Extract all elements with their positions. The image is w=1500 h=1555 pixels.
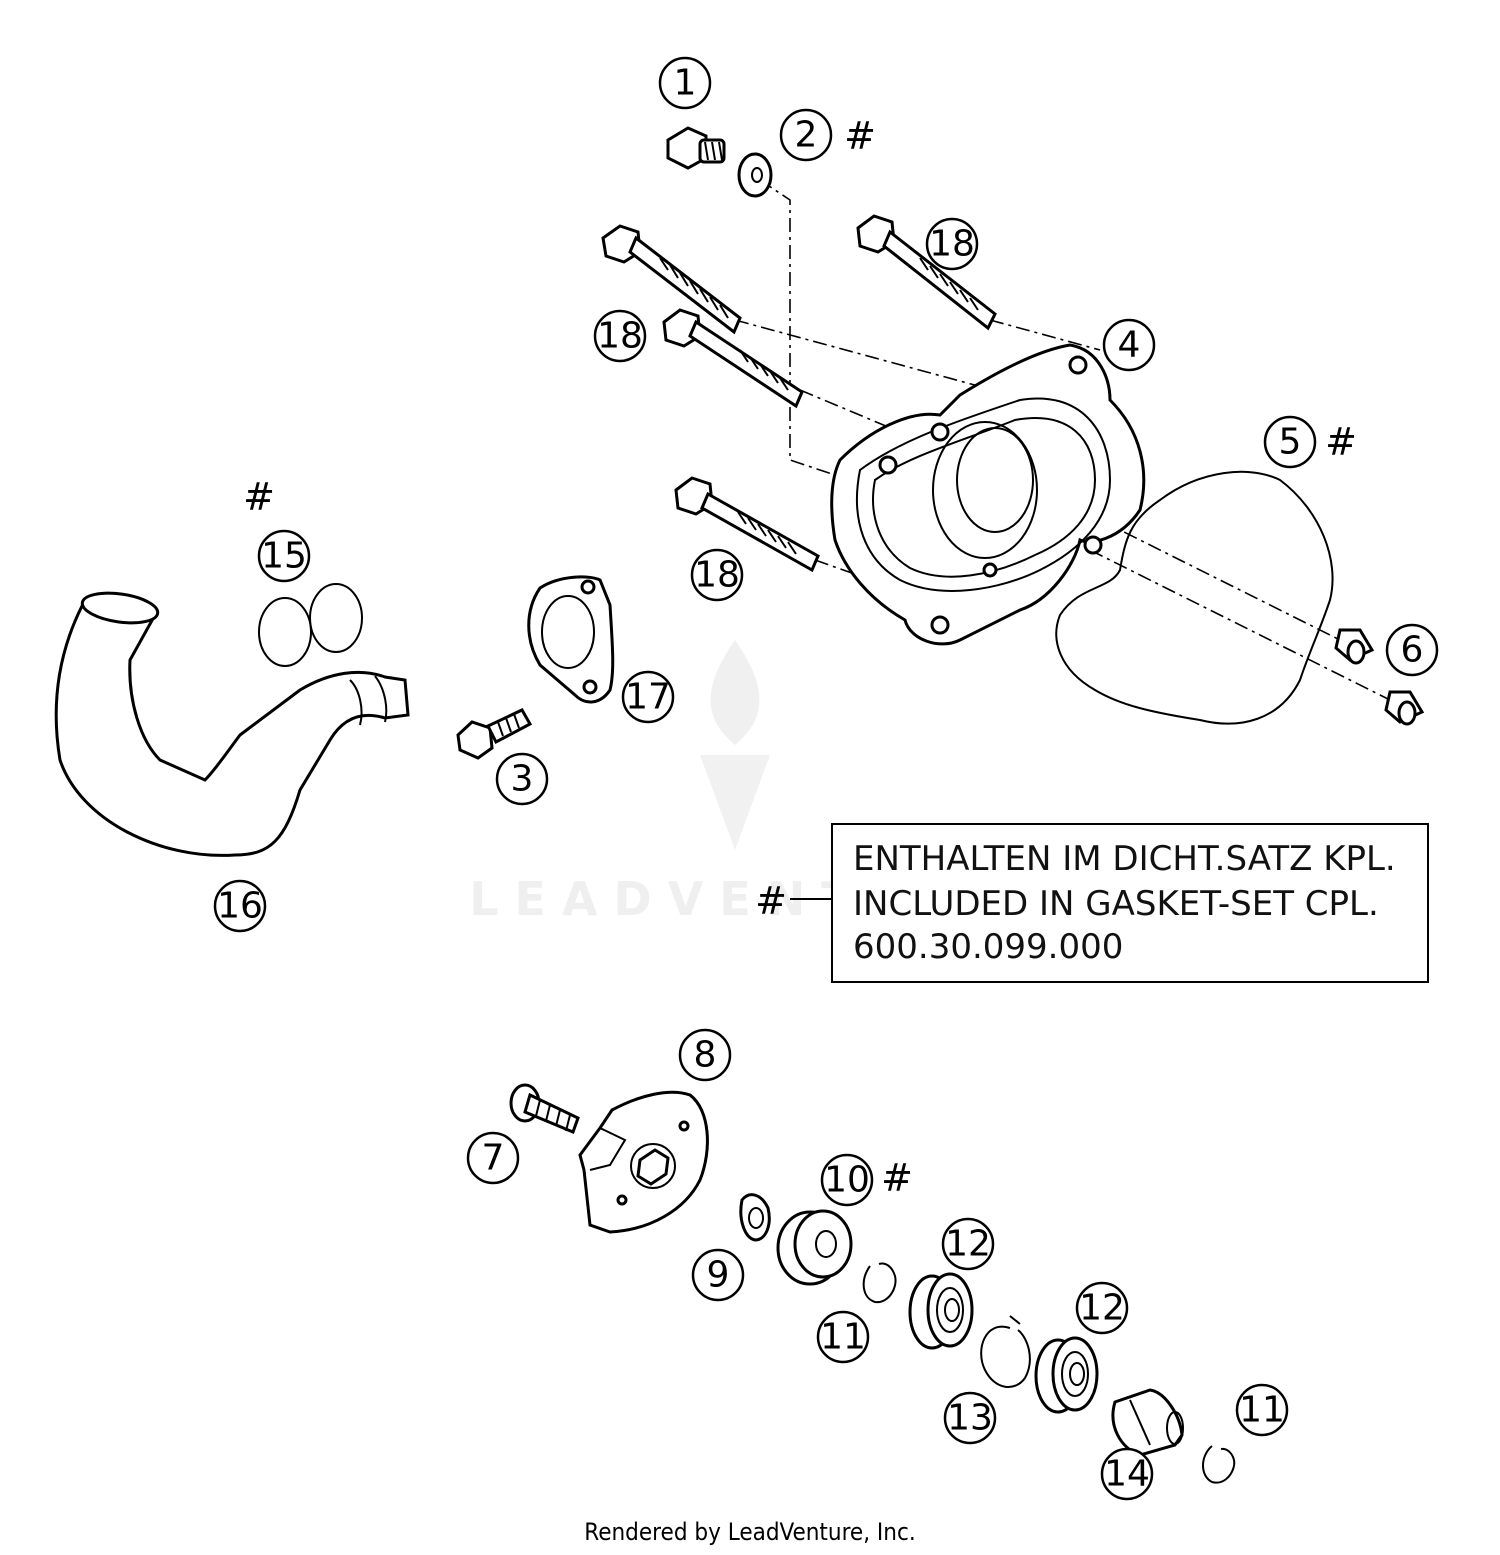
callout-number: 10 <box>824 1160 870 1201</box>
note-line-english: INCLUDED IN GASKET-SET CPL. <box>853 884 1379 924</box>
seal-ring-part <box>776 1209 853 1286</box>
pump-shaft-part <box>1111 1388 1184 1457</box>
callout-number: 15 <box>261 536 307 577</box>
callout: 6 <box>1385 623 1439 677</box>
callout: 14 <box>1100 1447 1154 1501</box>
callout: 18 <box>925 217 979 271</box>
note-line-german: ENTHALTEN IM DICHT.SATZ KPL. <box>853 839 1396 879</box>
bearing-part <box>1034 1336 1099 1414</box>
callout-number: 11 <box>1239 1390 1285 1431</box>
callout: 12 <box>941 1217 995 1271</box>
callout-number: 8 <box>694 1035 717 1076</box>
impeller-part <box>578 1090 709 1234</box>
callout-number: 3 <box>511 759 534 800</box>
callout: 13 <box>943 1391 997 1445</box>
note-marker: # <box>755 879 787 923</box>
callout-number: 13 <box>947 1398 993 1439</box>
dowel-sleeve-part <box>1384 690 1425 726</box>
callout: 11 <box>816 1310 870 1364</box>
callout-number: 1 <box>674 63 697 104</box>
gasket-set-marker: # <box>881 1156 913 1200</box>
callout: 4 <box>1102 318 1156 372</box>
note-part-number: 600.30.099.000 <box>853 927 1123 967</box>
callout-number: 16 <box>217 886 263 927</box>
long-bolt-part <box>601 224 742 335</box>
flange-gasket-part <box>527 575 615 704</box>
callout-number: 17 <box>625 677 671 718</box>
bearing-part <box>908 1272 974 1350</box>
callout: 18 <box>593 309 647 363</box>
o-ring-gasket-part <box>1055 470 1334 725</box>
dowel-sleeve-part <box>1334 628 1375 665</box>
callout: 1 <box>658 56 712 110</box>
callout-number: 12 <box>945 1224 991 1265</box>
gasket-set-marker: # <box>844 114 876 158</box>
callout-number: 11 <box>820 1317 866 1358</box>
callout-number: 12 <box>1079 1288 1125 1329</box>
callout: 12 <box>1075 1281 1129 1335</box>
callout-number: 6 <box>1401 630 1424 671</box>
callout: 9 <box>691 1248 745 1302</box>
callout-number: 7 <box>482 1138 505 1179</box>
coolant-pipe-part <box>54 591 410 857</box>
circlip-part <box>1202 1445 1236 1484</box>
callout-number: 14 <box>1104 1454 1150 1495</box>
callout-number: 4 <box>1118 325 1141 366</box>
callout: 18 <box>690 548 744 602</box>
callout-number: 18 <box>929 224 975 265</box>
callout-number: 9 <box>707 1255 730 1296</box>
callout: 10 <box>820 1153 874 1207</box>
callout: 2 <box>779 108 833 162</box>
callout: 7 <box>466 1131 520 1185</box>
long-bolt-part <box>662 308 804 409</box>
gasket-set-marker: # <box>243 475 275 519</box>
circlip-part <box>862 1262 897 1304</box>
gasket-set-marker: # <box>1325 420 1357 464</box>
callout: 5 <box>1263 415 1317 469</box>
gasket-set-note: # ENTHALTEN IM DICHT.SATZ KPL. INCLUDED … <box>755 823 1429 983</box>
long-bolt-part <box>674 476 820 573</box>
callout-number: 18 <box>597 316 643 357</box>
spacer-washer-part <box>739 1193 771 1242</box>
callout: 11 <box>1235 1383 1289 1437</box>
impeller-screw-part <box>509 1083 580 1134</box>
callout: 16 <box>213 879 267 933</box>
footer-credit: Rendered by LeadVenture, Inc. <box>584 1518 916 1546</box>
long-bolt-part <box>856 214 997 331</box>
washer-part <box>737 152 773 198</box>
flange-bolt-part <box>666 126 726 170</box>
callout-number: 18 <box>694 555 740 596</box>
callout-number: 2 <box>795 115 818 156</box>
pump-cover-part <box>830 343 1146 646</box>
callout-number: 5 <box>1279 422 1302 463</box>
callout: 17 <box>621 670 675 724</box>
small-bolt-part <box>456 708 533 760</box>
snap-ring-part <box>980 1315 1031 1388</box>
callout: 8 <box>678 1028 732 1082</box>
callout: 15 <box>257 529 311 583</box>
o-ring-pair-part <box>258 583 363 667</box>
callout: 3 <box>495 752 549 806</box>
